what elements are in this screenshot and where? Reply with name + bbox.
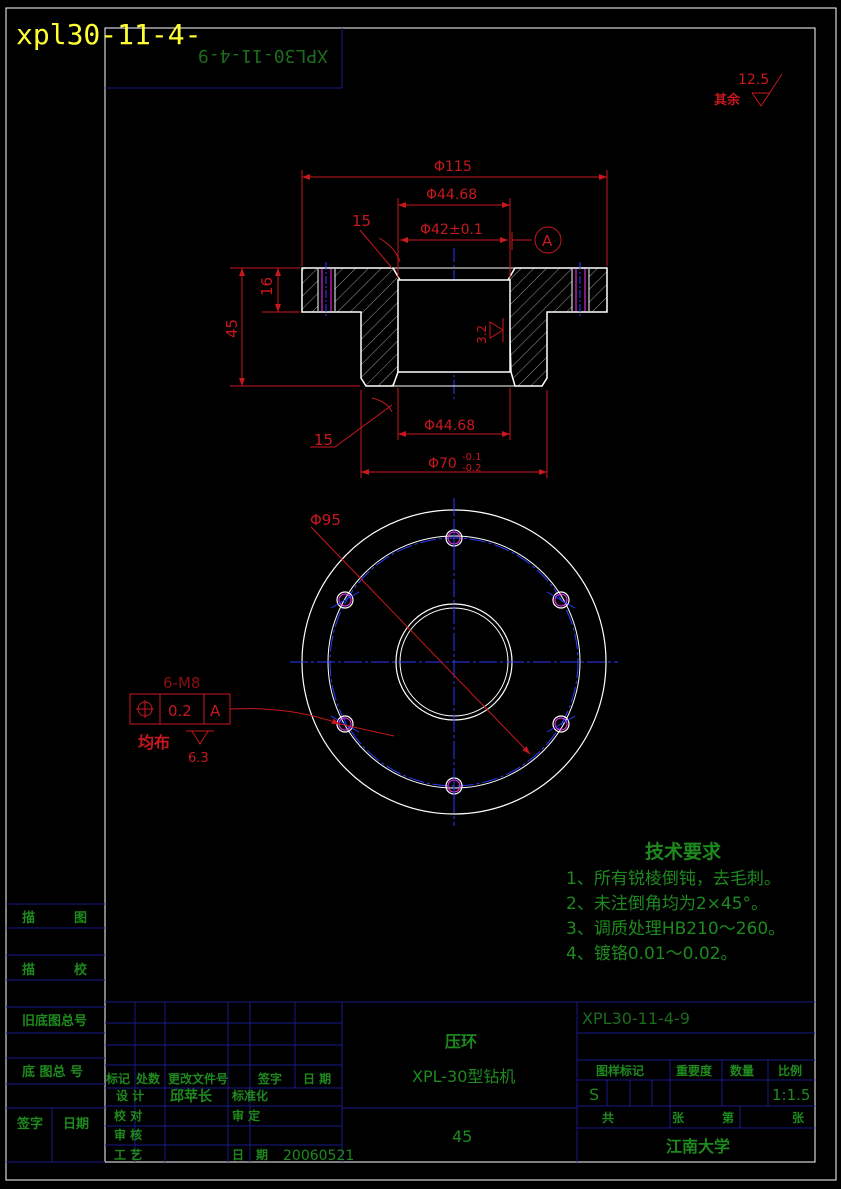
dim-spigot-tol-upper: -0.1 [462,452,482,463]
left-side-block [6,903,105,1163]
bolt-hole [552,591,570,609]
surface-finish-value: 12.5 [738,72,769,88]
tb-page-no: 第 [722,1110,734,1125]
section-bore [397,279,511,373]
side-label: 描 校 [22,962,88,978]
outer-border [5,7,837,1181]
section-right-half [507,267,608,387]
tb-weight: 重要度 [676,1063,713,1078]
tb-header: 签字 [257,1071,282,1086]
tb-sample-mark: 图样标记 [596,1063,644,1078]
tb-scale-label: 比例 [778,1063,802,1078]
dim-pcd: Φ95 [310,511,341,529]
tb-header: 更改文件号 [168,1071,228,1086]
bore-roughness: 3.2 [475,325,489,344]
dim-spigot-dia: Φ70 [428,456,457,472]
title-block-lines [105,1001,815,1162]
side-label: 旧底图总号 [22,1013,87,1029]
tb-material: 45 [452,1127,472,1146]
tb-quantity: 数量 [730,1063,754,1078]
side-label: 日期 [63,1117,89,1132]
file-label: xpl30-11-4- [16,18,201,51]
dim-bottom-bore: Φ44.68 [424,418,475,434]
tech-req-item: 2、未注倒角均为2×45°。 [566,894,768,914]
tb-scale-value: 1:1.5 [772,1086,810,1104]
tb-part-name: 压环 [445,1032,477,1051]
surface-finish-symbol: 12.5 其余 [714,72,783,108]
tb-designer-role: 设 计 [116,1088,144,1103]
dim-top-bore: Φ44.68 [426,187,477,203]
tb-date-label: 日 期 [232,1147,268,1162]
hole-note: 均布 [138,733,170,752]
side-label: 签字 [16,1116,43,1132]
dim-spigot-tol-lower: -0.2 [462,463,482,474]
tb-process: 工 艺 [114,1147,142,1162]
dim-flange: 16 [258,277,276,296]
dim-height: 45 [223,319,241,338]
dim-chamfer-top: 15 [352,212,371,230]
tb-code: XPL30-11-4-9 [582,1009,690,1028]
position-tolerance-frame: 0.2 A 6-M8 均布 6.3 [129,674,395,766]
tb-total: 共 [602,1110,614,1125]
bolt-hole [554,717,568,731]
tb-designer-name: 邱苹长 [170,1088,213,1105]
side-label: 底 图总 号 [22,1064,83,1080]
surface-finish-note: 其余 [714,92,741,108]
tb-sheet: 张 [672,1110,685,1125]
bolt-hole [338,593,352,607]
tb-date-value: 20060521 [283,1148,354,1164]
technical-requirements: 技术要求 1、所有锐棱倒钝，去毛刺。 2、未注倒角均为2×45°。 3、调质处理… [566,840,785,964]
section-view: Φ115 Φ44.68 Φ42±0.1 A 15 45 16 3.2 [223,159,608,478]
tb-standard: 标准化 [231,1088,268,1103]
tb-header: 处数 [135,1071,161,1086]
hole-spec: 6-M8 [163,674,200,692]
tb-header: 日 期 [303,1071,331,1086]
datum-a-label: A [542,232,553,250]
tech-req-title: 技术要求 [645,840,722,863]
bolt-hole [336,591,354,609]
bolt-hole [552,715,570,733]
tech-req-item: 3、调质处理HB210～260。 [566,919,785,939]
tb-checker: 校 对 [114,1108,142,1123]
tb-product: XPL-30型钻机 [412,1067,515,1086]
tb-audit: 审 核 [114,1127,142,1142]
tb-company: 江南大学 [666,1137,730,1156]
plan-view: Φ95 0.2 A 6-M8 均布 6.3 [129,498,618,826]
mirrored-code-text: XPL30-11-4-9 [198,45,328,66]
mirrored-code-box: XPL30-11-4-9 [105,28,343,89]
inner-border [104,27,816,1163]
tb-review: 审 定 [232,1108,260,1123]
dim-outer-dia: Φ115 [434,159,472,175]
hole-roughness: 6.3 [188,751,209,766]
dim-chamfer-bottom: 15 [314,431,333,449]
datum-a-circle [534,226,562,254]
tb-sample-value: S [589,1085,599,1104]
tb-header: 标记 [105,1071,130,1086]
tb-page-sheet: 张 [792,1110,805,1125]
tol-value: 0.2 [168,702,192,720]
dim-bore-tol: Φ42±0.1 [420,222,483,238]
tol-datum: A [210,702,221,720]
bolt-hole [554,593,568,607]
tech-req-item: 4、镀铬0.01～0.02。 [566,944,738,964]
tech-req-item: 1、所有锐棱倒钝，去毛刺。 [566,869,781,889]
section-left-half [301,267,401,387]
side-label: 描 图 [22,910,87,926]
